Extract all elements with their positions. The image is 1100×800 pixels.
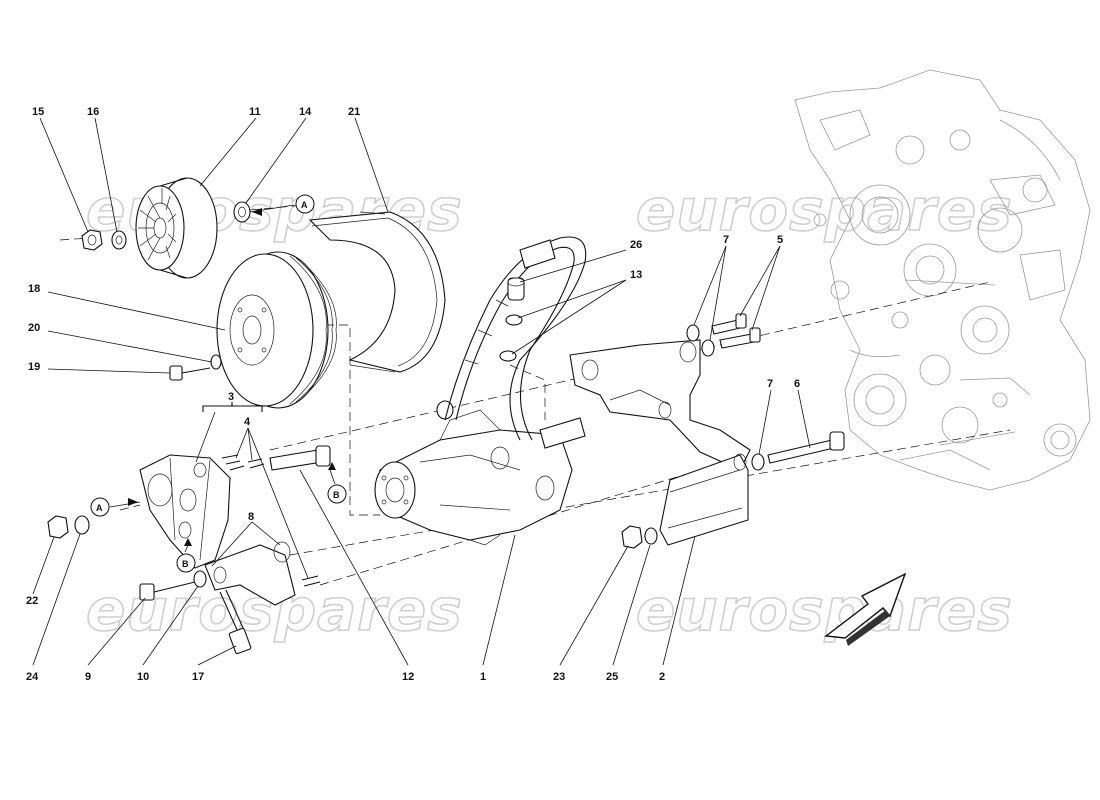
upper-bracket xyxy=(569,339,751,471)
part-label-20: 20 xyxy=(28,322,40,334)
direction-arrow-icon xyxy=(824,572,907,646)
part-label-10: 10 xyxy=(137,671,149,683)
part-label-14: 14 xyxy=(299,106,312,118)
part-label-12: 12 xyxy=(402,671,414,683)
washer-20 xyxy=(210,354,222,370)
part-label-22: 22 xyxy=(26,595,38,607)
part-label-7-mid: 7 xyxy=(767,378,773,390)
part-label-15: 15 xyxy=(32,106,44,118)
part-label-23: 23 xyxy=(553,671,565,683)
main-pulley xyxy=(216,251,337,409)
nut-15 xyxy=(81,229,103,251)
bracket-3-brace xyxy=(202,402,263,412)
part-label-25: 25 xyxy=(606,671,618,683)
watermark-bottom-right: eurospares xyxy=(636,576,1013,644)
washer-14 xyxy=(233,201,251,223)
bolt-6 xyxy=(767,431,845,464)
bolt-9 xyxy=(139,581,196,601)
part-label-18: 18 xyxy=(28,283,40,295)
part-labels: 15 16 11 14 21 26 13 7 5 18 20 19 3 4 7 … xyxy=(26,106,800,683)
studs-4 xyxy=(221,454,321,587)
ref-marker-B-mid: B xyxy=(327,462,347,504)
part-label-2: 2 xyxy=(659,671,665,683)
part-label-4: 4 xyxy=(244,416,251,428)
washer-10 xyxy=(193,570,207,588)
part-label-17: 17 xyxy=(192,671,204,683)
nut-22 xyxy=(47,515,69,539)
part-label-11: 11 xyxy=(249,106,261,118)
part-label-7-top: 7 xyxy=(723,234,729,246)
bracket-2 xyxy=(659,453,749,546)
engine-block-drawing xyxy=(794,69,1091,491)
washer-24 xyxy=(74,515,90,535)
banjo-fitting-26 xyxy=(507,277,525,301)
ref-letter-b-left: B xyxy=(182,559,189,569)
pump-hose xyxy=(444,236,587,449)
power-steering-pump xyxy=(374,400,573,546)
part-label-26: 26 xyxy=(630,239,642,251)
part-label-5: 5 xyxy=(777,234,783,246)
part-label-6: 6 xyxy=(794,378,800,390)
washers-7 xyxy=(686,324,765,471)
part-label-13: 13 xyxy=(630,269,642,281)
washer-16 xyxy=(111,230,127,250)
leader-lines xyxy=(32,117,811,666)
washers-13 xyxy=(499,314,523,362)
ref-letter-a-left: A xyxy=(96,503,103,513)
drive-belt xyxy=(308,211,446,373)
part-label-19: 19 xyxy=(28,361,40,373)
bolts-5 xyxy=(711,313,761,349)
part-label-8: 8 xyxy=(248,511,254,523)
part-label-16: 16 xyxy=(87,106,99,118)
part-label-21: 21 xyxy=(348,106,360,118)
bracket-3 xyxy=(139,454,231,569)
ref-marker-A-top: A xyxy=(249,194,315,216)
ref-letter-b-mid: B xyxy=(333,490,340,500)
washer-25 xyxy=(644,527,658,545)
part-label-3: 3 xyxy=(228,391,234,403)
bolt-19 xyxy=(169,365,211,381)
ref-marker-B-left: B xyxy=(176,538,196,573)
part-label-1: 1 xyxy=(480,671,486,683)
bolt-17 xyxy=(219,589,252,655)
idler-pulley xyxy=(135,177,218,279)
watermark-top-right: eurospares xyxy=(636,176,1013,244)
part-label-9: 9 xyxy=(85,671,91,683)
bracket-8 xyxy=(204,541,296,606)
nut-23 xyxy=(621,525,643,549)
part-label-24: 24 xyxy=(26,671,39,683)
watermark-group: eurospares eurospares eurospares eurospa… xyxy=(85,175,1013,645)
ref-letter-a-top: A xyxy=(301,200,308,210)
bolt-12 xyxy=(269,445,331,471)
ref-marker-A-left: A xyxy=(90,497,141,517)
